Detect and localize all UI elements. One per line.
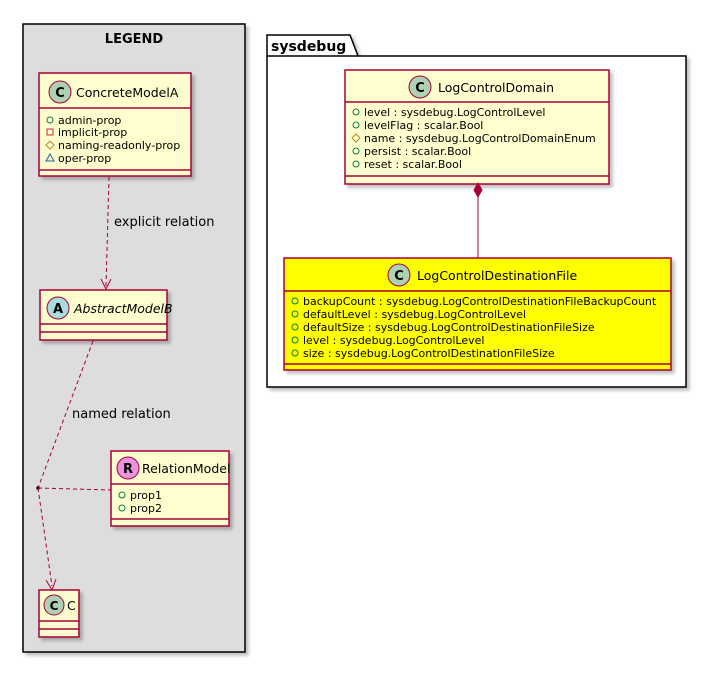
svg-text:C: C xyxy=(50,599,59,613)
svg-text:oper-prop: oper-prop xyxy=(58,152,111,165)
attr-reset: reset : scalar.Bool xyxy=(352,158,462,171)
attr-level: level : sysdebug.LogControlLevel xyxy=(291,334,484,347)
svg-text:defaultLevel : sysdebug.LogCon: defaultLevel : sysdebug.LogControlLevel xyxy=(303,308,526,321)
svg-text:defaultSize : sysdebug.LogCont: defaultSize : sysdebug.LogControlDestina… xyxy=(303,321,595,334)
svg-text:backupCount : sysdebug.LogCont: backupCount : sysdebug.LogControlDestina… xyxy=(303,295,657,308)
svg-text:R: R xyxy=(123,462,133,477)
attr-persist: persist : scalar.Bool xyxy=(352,145,471,158)
class-name: RelationModel xyxy=(142,461,230,476)
class-c-icon: C xyxy=(43,594,65,616)
class-name: ConcreteModelA xyxy=(76,85,179,100)
svg-text:size : sysdebug.LogControlDest: size : sysdebug.LogControlDestinationFil… xyxy=(303,347,555,360)
attr-prop2: prop2 xyxy=(118,502,162,515)
svg-text:prop1: prop1 xyxy=(130,489,162,502)
abstract-a-icon: A xyxy=(46,296,70,320)
svg-text:implicit-prop: implicit-prop xyxy=(58,126,127,139)
attr-level-flag: levelFlag : scalar.Bool xyxy=(352,119,483,132)
class-name: LogControlDomain xyxy=(438,80,554,95)
svg-text:reset : scalar.Bool: reset : scalar.Bool xyxy=(364,158,462,171)
class-c-icon: C xyxy=(387,263,411,287)
class-name: LogControlDestinationFile xyxy=(417,268,577,283)
class-log-control-destination-file[interactable]: C LogControlDestinationFile backupCount … xyxy=(283,257,672,371)
class-name: C xyxy=(67,598,76,613)
svg-text:admin-prop: admin-prop xyxy=(58,114,121,127)
attr-name: name : sysdebug.LogControlDomainEnum xyxy=(351,132,596,145)
svg-text:prop2: prop2 xyxy=(130,502,162,515)
class-c-icon: C xyxy=(48,80,72,104)
attr-naming-readonly-prop: naming-readonly-prop xyxy=(45,139,180,152)
svg-text:level : sysdebug.LogControlLev: level : sysdebug.LogControlLevel xyxy=(364,106,545,119)
class-concrete-model-a[interactable]: C ConcreteModelA admin-prop implicit-pro… xyxy=(38,72,192,177)
named-relation-label: named relation xyxy=(72,407,171,422)
attr-admin-prop: admin-prop xyxy=(46,114,121,127)
attr-prop1: prop1 xyxy=(118,489,162,502)
attr-size: size : sysdebug.LogControlDestinationFil… xyxy=(291,347,555,360)
class-name: AbstractModelB xyxy=(73,301,173,316)
class-c-icon: C xyxy=(408,75,432,99)
class-log-control-domain[interactable]: C LogControlDomain level : sysdebug.LogC… xyxy=(344,69,610,185)
attr-default-level: defaultLevel : sysdebug.LogControlLevel xyxy=(291,308,526,321)
explicit-relation-arrow: explicit relation xyxy=(100,176,214,291)
svg-text:name : sysdebug.LogControlDoma: name : sysdebug.LogControlDomainEnum xyxy=(364,132,596,145)
class-relation-model[interactable]: R RelationModel prop1 prop2 xyxy=(110,450,230,527)
svg-text:C: C xyxy=(415,81,425,96)
svg-text:C: C xyxy=(55,86,65,101)
attr-implicit-prop: implicit-prop xyxy=(46,126,127,139)
explicit-relation-label: explicit relation xyxy=(114,215,214,230)
svg-text:C: C xyxy=(394,269,404,284)
attr-level: level : sysdebug.LogControlLevel xyxy=(352,106,545,119)
attr-oper-prop: oper-prop xyxy=(45,152,111,165)
attr-backup-count: backupCount : sysdebug.LogControlDestina… xyxy=(291,295,657,308)
svg-text:level : sysdebug.LogControlLev: level : sysdebug.LogControlLevel xyxy=(303,334,484,347)
relation-r-icon: R xyxy=(116,456,140,480)
svg-text:persist : scalar.Bool: persist : scalar.Bool xyxy=(364,145,471,158)
class-abstract-model-b[interactable]: A AbstractModelB xyxy=(39,289,173,341)
attr-default-size: defaultSize : sysdebug.LogControlDestina… xyxy=(291,321,595,334)
class-c[interactable]: C C xyxy=(38,589,80,638)
svg-text:A: A xyxy=(53,302,63,317)
legend-title: LEGEND xyxy=(105,32,164,47)
package-name: sysdebug xyxy=(271,39,346,55)
composition-relation xyxy=(473,181,483,258)
svg-text:levelFlag : scalar.Bool: levelFlag : scalar.Bool xyxy=(364,119,483,132)
svg-text:naming-readonly-prop: naming-readonly-prop xyxy=(58,139,180,152)
